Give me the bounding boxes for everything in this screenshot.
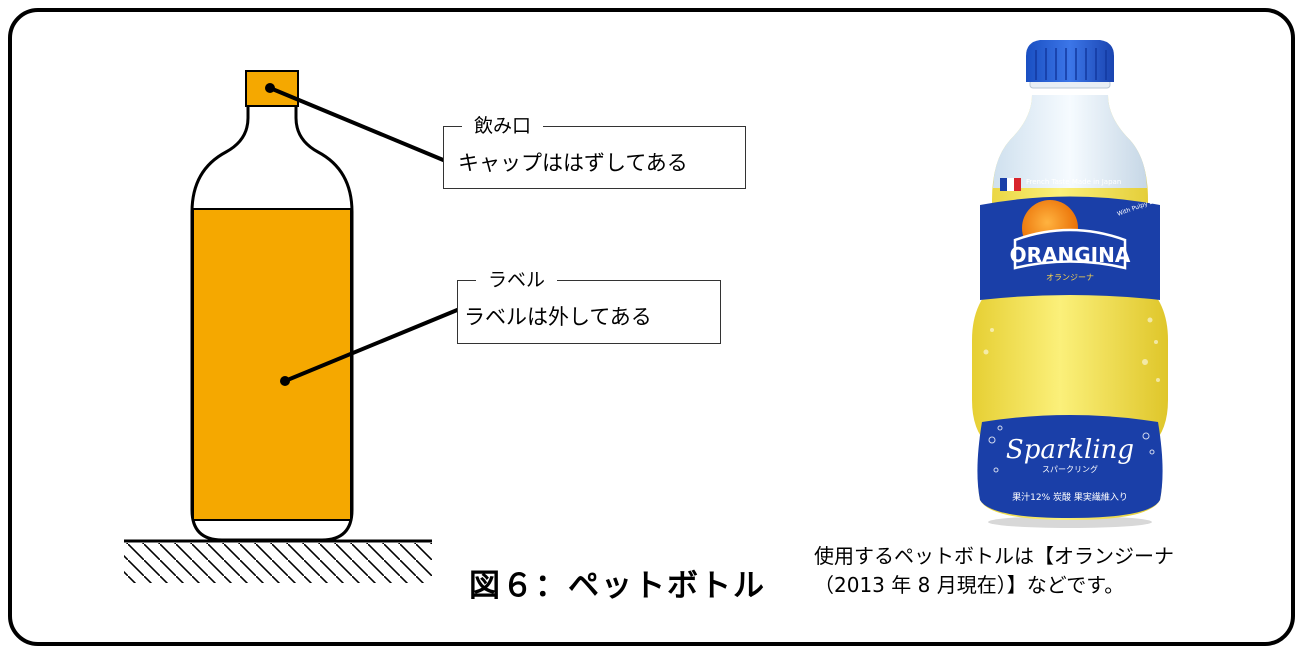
outer-frame [8,8,1295,646]
mouth-callout: 飲み口 キャップははずしてある [443,115,746,189]
product-flavor-kana: スパークリング [1042,464,1098,474]
label-callout: ラベル ラベルは外してある [457,269,721,344]
product-caption: 使用するペットボトルは【オランジーナ （2013 年 8 月現在）】などです。 [814,542,1284,600]
product-caption-line-2: （2013 年 8 月現在）】などです。 [814,573,1125,597]
mouth-callout-title: 飲み口 [462,115,544,137]
product-brand-kana: オランジーナ [1046,273,1094,282]
label-leader-line [284,306,463,383]
product-lower-label [977,415,1163,518]
product-caption-line-1: 使用するペットボトルは【オランジーナ [814,544,1174,568]
product-neck [993,95,1147,188]
product-shadow [988,516,1152,528]
leader-lines [265,83,463,386]
product-cap [1026,40,1114,82]
mouth-leader-dot [265,83,275,93]
mouth-leader-line [269,86,449,164]
product-ingredients-text: 果汁12% 炭酸 果実繊維入り [1012,491,1128,503]
ground [124,539,432,583]
product-origin-text: French Taste Made in Japan [1026,178,1121,186]
label-callout-title: ラベル [476,269,558,291]
product-photo: French Taste Made in Japan ORANGINA オランジ… [972,40,1168,528]
product-label-bubbles [988,425,1155,473]
mouth-callout-text: キャップははずしてある [458,151,688,175]
product-brand-text: ORANGINA [1010,243,1131,267]
french-flag-icon [1000,178,1021,191]
brand-banner [1013,228,1127,270]
bottle-drawing [190,70,354,542]
product-bubbles [983,317,1160,382]
ground-hatching [124,543,432,583]
product-cap-ridges [1035,48,1107,80]
product-flavor-text: Sparkling [1006,435,1134,465]
label-callout-text: ラベルは外してある [464,305,652,329]
label-leader-dot [280,376,290,386]
figure-caption: 図６：ペットボトル [469,568,766,604]
